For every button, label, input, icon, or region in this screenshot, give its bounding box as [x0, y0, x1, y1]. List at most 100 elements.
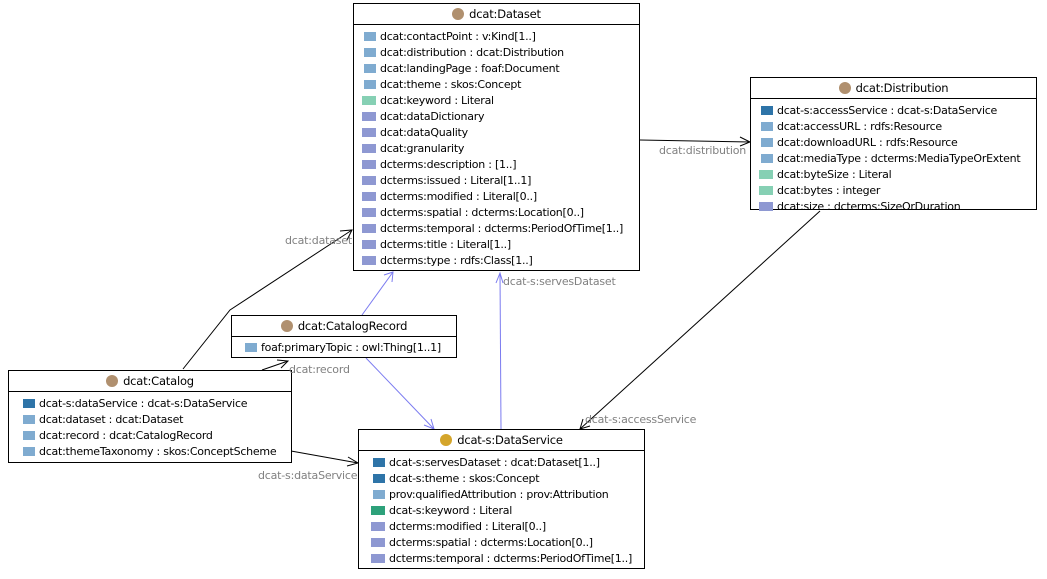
node-title: dcat:Catalog [123, 374, 194, 388]
edge-record[interactable] [261, 359, 290, 371]
property-row[interactable]: dcat:landingPage : foaf:Document [362, 60, 639, 76]
annotation-property-icon [759, 201, 773, 211]
property-row[interactable]: dcterms:spatial : dcterms:Location[0..] [362, 204, 639, 220]
property-row[interactable]: dcat:size : dcterms:SizeOrDuration [759, 198, 1036, 214]
property-list: dcat-s:accessService : dcat-s:DataServic… [751, 99, 1036, 218]
property-label: dcat:record : dcat:CatalogRecord [39, 428, 213, 442]
property-label: dcat-s:servesDataset : dcat:Dataset[1..] [389, 455, 600, 469]
node-title: dcat:Distribution [855, 81, 949, 95]
property-row[interactable]: dcat:contactPoint : v:Kind[1..] [362, 28, 639, 44]
property-row[interactable]: dcat:mediaType : dcterms:MediaTypeOrExte… [759, 150, 1036, 166]
property-label: dcat-s:theme : skos:Concept [389, 471, 540, 485]
property-label: dcat:accessURL : rdfs:Resource [777, 119, 942, 133]
property-row[interactable]: dcterms:spatial : dcterms:Location[0..] [371, 534, 644, 550]
property-label: dcat-s:accessService : dcat-s:DataServic… [777, 103, 998, 117]
property-row[interactable]: dcat:downloadURL : rdfs:Resource [759, 134, 1036, 150]
property-list: dcat:contactPoint : v:Kind[1..]dcat:dist… [354, 25, 639, 272]
datatype-property-icon [371, 505, 385, 515]
property-row[interactable]: dcterms:description : [1..] [362, 156, 639, 172]
object-property-icon [21, 430, 35, 440]
property-label: dcat:themeTaxonomy : skos:ConceptScheme [39, 444, 277, 458]
edge-dataset[interactable] [182, 229, 353, 370]
property-row[interactable]: dcat-s:keyword : Literal [371, 502, 644, 518]
annotation-property-icon [362, 239, 376, 249]
property-label: dcat-s:dataService : dcat-s:DataService [39, 396, 248, 410]
property-row[interactable]: prov:qualifiedAttribution : prov:Attribu… [371, 486, 644, 502]
property-row[interactable]: dcterms:title : Literal[1..] [362, 236, 639, 252]
property-list: foaf:primaryTopic : owl:Thing[1..1] [232, 337, 456, 359]
annotation-property-icon [362, 223, 376, 233]
property-row[interactable]: foaf:primaryTopic : owl:Thing[1..1] [243, 339, 456, 355]
node-header: dcat:Distribution [751, 78, 1036, 99]
property-row[interactable]: dcat:themeTaxonomy : skos:ConceptScheme [21, 443, 291, 459]
property-row[interactable]: dcat-s:servesDataset : dcat:Dataset[1..] [371, 454, 644, 470]
property-row[interactable]: dcat:dataDictionary [362, 108, 639, 124]
property-row[interactable]: dcterms:modified : Literal[0..] [371, 518, 644, 534]
property-row[interactable]: dcat:byteSize : Literal [759, 166, 1036, 182]
object-property-icon [371, 457, 385, 467]
property-label: dcat:keyword : Literal [380, 93, 494, 107]
object-property-icon [362, 31, 376, 41]
node-header: dcat-s:DataService [359, 430, 644, 451]
class-node-catalog[interactable]: dcat:Catalog dcat-s:dataService : dcat-s… [8, 370, 292, 463]
property-label: dcat:byteSize : Literal [777, 167, 892, 181]
property-row[interactable]: dcat:theme : skos:Concept [362, 76, 639, 92]
property-row[interactable]: dcterms:temporal : dcterms:PeriodOfTime[… [371, 550, 644, 566]
annotation-property-icon [362, 159, 376, 169]
property-row[interactable]: dcat:granularity [362, 140, 639, 156]
property-row[interactable]: dcat:dataQuality [362, 124, 639, 140]
node-header: dcat:Dataset [354, 4, 639, 25]
property-row[interactable]: dcat-s:theme : skos:Concept [371, 470, 644, 486]
class-node-data-service[interactable]: dcat-s:DataService dcat-s:servesDataset … [358, 429, 645, 569]
property-row[interactable]: dcterms:issued : Literal[1..1] [362, 172, 639, 188]
property-row[interactable]: dcat-s:dataService : dcat-s:DataService [21, 395, 291, 411]
property-row[interactable]: dcat:dataset : dcat:Dataset [21, 411, 291, 427]
property-row[interactable]: dcterms:modified : Literal[0..] [362, 188, 639, 204]
property-row[interactable]: dcterms:temporal : dcterms:PeriodOfTime[… [362, 220, 639, 236]
edge-record-to-service[interactable] [365, 357, 435, 430]
class-icon [838, 82, 851, 94]
node-title: dcat-s:DataService [457, 433, 563, 447]
property-label: dcat:distribution : dcat:Distribution [380, 45, 564, 59]
property-label: dcterms:spatial : dcterms:Location[0..] [389, 535, 593, 549]
object-property-icon [759, 153, 773, 163]
property-label: dcterms:title : Literal[1..] [380, 237, 511, 251]
property-label: dcat:dataQuality [380, 125, 468, 139]
edge-servesDataset[interactable] [495, 271, 504, 430]
property-label: dcat:theme : skos:Concept [380, 77, 522, 91]
property-row[interactable]: dcat:accessURL : rdfs:Resource [759, 118, 1036, 134]
edge-label-accessService: dcat-s:accessService [585, 413, 697, 426]
property-row[interactable]: dcat:distribution : dcat:Distribution [362, 44, 639, 60]
property-label: dcat:landingPage : foaf:Document [380, 61, 560, 75]
class-node-distribution[interactable]: dcat:Distribution dcat-s:accessService :… [750, 77, 1037, 213]
property-label: dcat:downloadURL : rdfs:Resource [777, 135, 958, 149]
datatype-property-icon [759, 185, 773, 195]
property-row[interactable]: dcat:record : dcat:CatalogRecord [21, 427, 291, 443]
object-property-icon [371, 489, 385, 499]
node-title: dcat:CatalogRecord [297, 319, 408, 333]
annotation-property-icon [371, 537, 385, 547]
edge-record-to-dataset[interactable] [361, 271, 394, 316]
property-row[interactable]: dcat-s:accessService : dcat-s:DataServic… [759, 102, 1036, 118]
object-property-icon [21, 446, 35, 456]
node-header: dcat:Catalog [9, 371, 291, 392]
class-node-dataset[interactable]: dcat:Dataset dcat:contactPoint : v:Kind[… [353, 3, 640, 271]
property-label: dcterms:modified : Literal[0..] [389, 519, 546, 533]
object-property-icon [362, 79, 376, 89]
annotation-property-icon [362, 207, 376, 217]
annotation-property-icon [362, 255, 376, 265]
property-row[interactable]: dcat:bytes : integer [759, 182, 1036, 198]
object-property-icon [759, 121, 773, 131]
property-list: dcat-s:dataService : dcat-s:DataService d… [9, 392, 291, 463]
edge-dataService[interactable] [290, 450, 360, 467]
edge-label-record: dcat:record [289, 363, 350, 376]
edge-label-dataset: dcat:dataset [285, 234, 352, 247]
property-label: dcat:size : dcterms:SizeOrDuration [777, 199, 961, 213]
object-property-icon [371, 473, 385, 483]
property-row[interactable]: dcterms:type : rdfs:Class[1..] [362, 252, 639, 268]
property-row[interactable]: dcat:keyword : Literal [362, 92, 639, 108]
property-label: dcat:dataset : dcat:Dataset [39, 412, 184, 426]
edge-label-servesDataset: dcat-s:servesDataset [503, 275, 616, 288]
class-node-catalog-record[interactable]: dcat:CatalogRecord foaf:primaryTopic : o… [231, 315, 457, 358]
annotation-property-icon [362, 111, 376, 121]
